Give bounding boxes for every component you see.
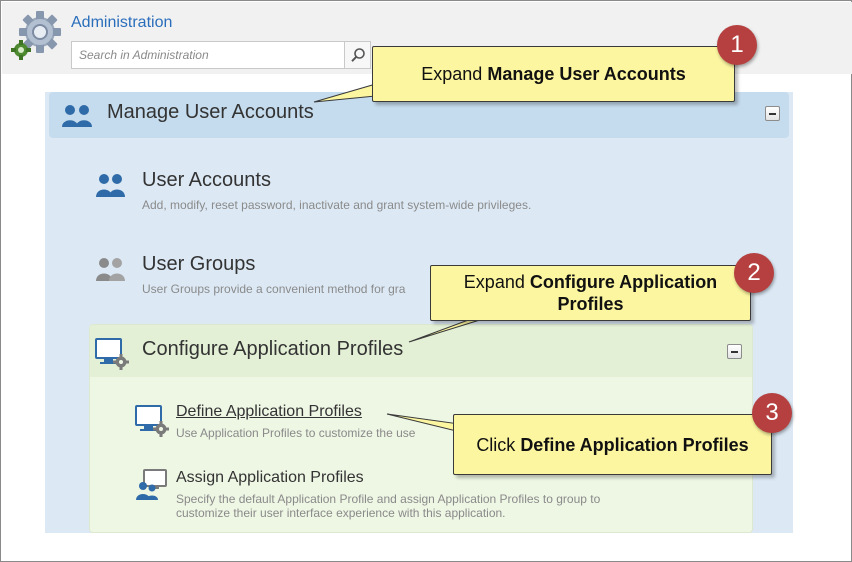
step-badge-3: 3 <box>752 393 792 433</box>
assign-application-profiles-description-line2: customize their user interface experienc… <box>176 506 506 520</box>
collapse-manage-user-accounts-button[interactable] <box>765 106 780 121</box>
callout-2: Expand Configure Application Profiles <box>430 265 751 321</box>
user-accounts-title: User Accounts <box>142 169 271 191</box>
callout-2-bold-line1: Configure Application <box>529 272 718 292</box>
search-button[interactable] <box>344 42 370 68</box>
callout-1-prefix: Expand <box>421 64 488 84</box>
user-accounts-description: Add, modify, reset password, inactivate … <box>142 198 532 212</box>
user-groups-description: User Groups provide a convenient method … <box>142 282 406 296</box>
callout-1-bold: Manage User Accounts <box>487 64 686 84</box>
users-icon <box>96 174 125 197</box>
callout-3-prefix: Click <box>476 434 521 455</box>
monitor-gear-icon <box>95 338 129 370</box>
minus-icon <box>769 112 776 115</box>
manage-user-accounts-title: Manage User Accounts <box>107 101 314 123</box>
callout-3-bold: Define Application Profiles <box>520 434 749 455</box>
user-group-icon <box>96 258 125 281</box>
configure-application-profiles-title: Configure Application Profiles <box>142 338 404 360</box>
callout-1: Expand Manage User Accounts <box>372 46 735 102</box>
search-box <box>71 41 371 69</box>
search-icon <box>350 48 365 62</box>
callout-2-prefix: Expand <box>463 272 530 292</box>
callout-2-bold-line2: Profiles <box>557 294 624 314</box>
minus-icon <box>731 350 738 353</box>
callout-3: Click Define Application Profiles <box>453 414 772 475</box>
user-groups-title: User Groups <box>142 253 256 275</box>
gear-icon <box>11 11 61 60</box>
step-badge-2: 2 <box>734 253 774 293</box>
collapse-configure-profiles-button[interactable] <box>727 344 742 359</box>
assign-application-profiles-title[interactable]: Assign Application Profiles <box>176 469 364 486</box>
configure-application-profiles-header[interactable]: Configure Application Profiles <box>90 325 752 377</box>
monitor-users-icon <box>136 469 167 500</box>
search-input[interactable] <box>72 42 344 68</box>
define-application-profiles-description: Use Application Profiles to customize th… <box>176 426 416 440</box>
monitor-gear-icon <box>135 405 169 437</box>
define-application-profiles-link[interactable]: Define Application Profiles <box>176 403 362 420</box>
assign-application-profiles-description-line1: Specify the default Application Profile … <box>176 492 601 506</box>
step-badge-1: 1 <box>717 25 757 65</box>
page-title[interactable]: Administration <box>71 14 173 31</box>
users-icon <box>62 105 92 127</box>
